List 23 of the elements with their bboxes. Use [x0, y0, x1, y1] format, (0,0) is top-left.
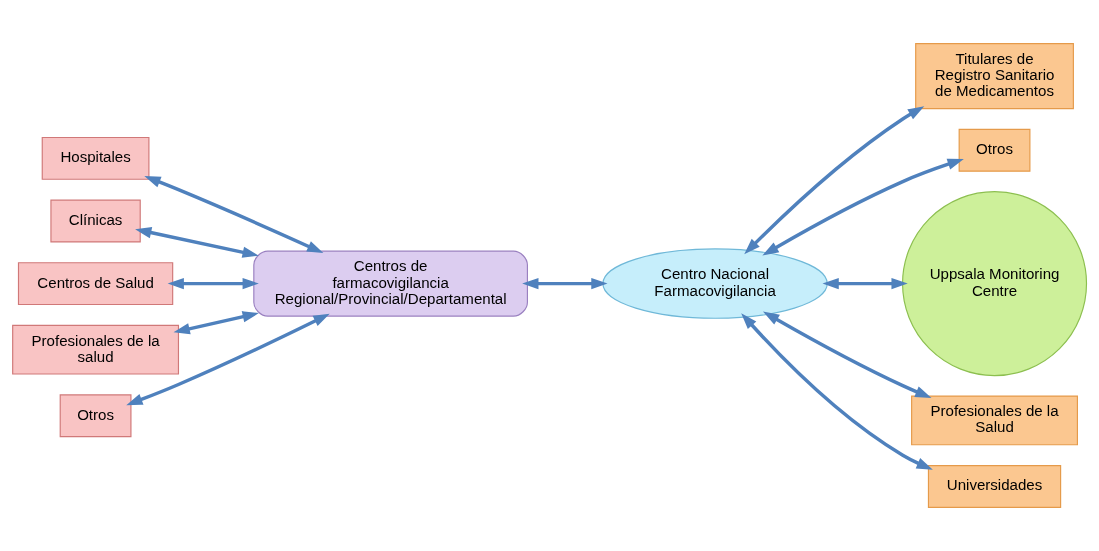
arrow: [167, 277, 259, 290]
arrow: [522, 277, 608, 290]
arrow: [741, 313, 933, 470]
arrow: [126, 313, 330, 406]
arrow: [173, 311, 259, 335]
arrow: [763, 311, 932, 398]
arrow: [762, 158, 964, 256]
node-circle: Uppsala Monitoring Centre: [901, 191, 1088, 377]
arrow: [144, 176, 324, 254]
arrow: [822, 277, 908, 290]
node-box: Profesionales de la salud: [12, 324, 180, 375]
node-box: Profesionales de la Salud: [911, 395, 1078, 446]
node-box: Otros: [958, 128, 1031, 172]
node-box: Hospitales: [41, 136, 150, 180]
node-box: Clínicas: [50, 199, 141, 243]
node-box: Centros de farmacovigilancia Regional/Provincial/Departamental: [253, 250, 528, 317]
node-box: Universidades: [927, 465, 1062, 508]
node-box: Titulares de Registro Sanitario de Medicamentos: [915, 43, 1074, 110]
arrow: [135, 227, 259, 258]
node-box: Centros de Salud: [17, 262, 174, 306]
arrow: [744, 106, 925, 255]
node-box: Otros: [59, 394, 132, 438]
node-ellipse: Centro Nacional Farmacovigilancia: [602, 248, 828, 319]
